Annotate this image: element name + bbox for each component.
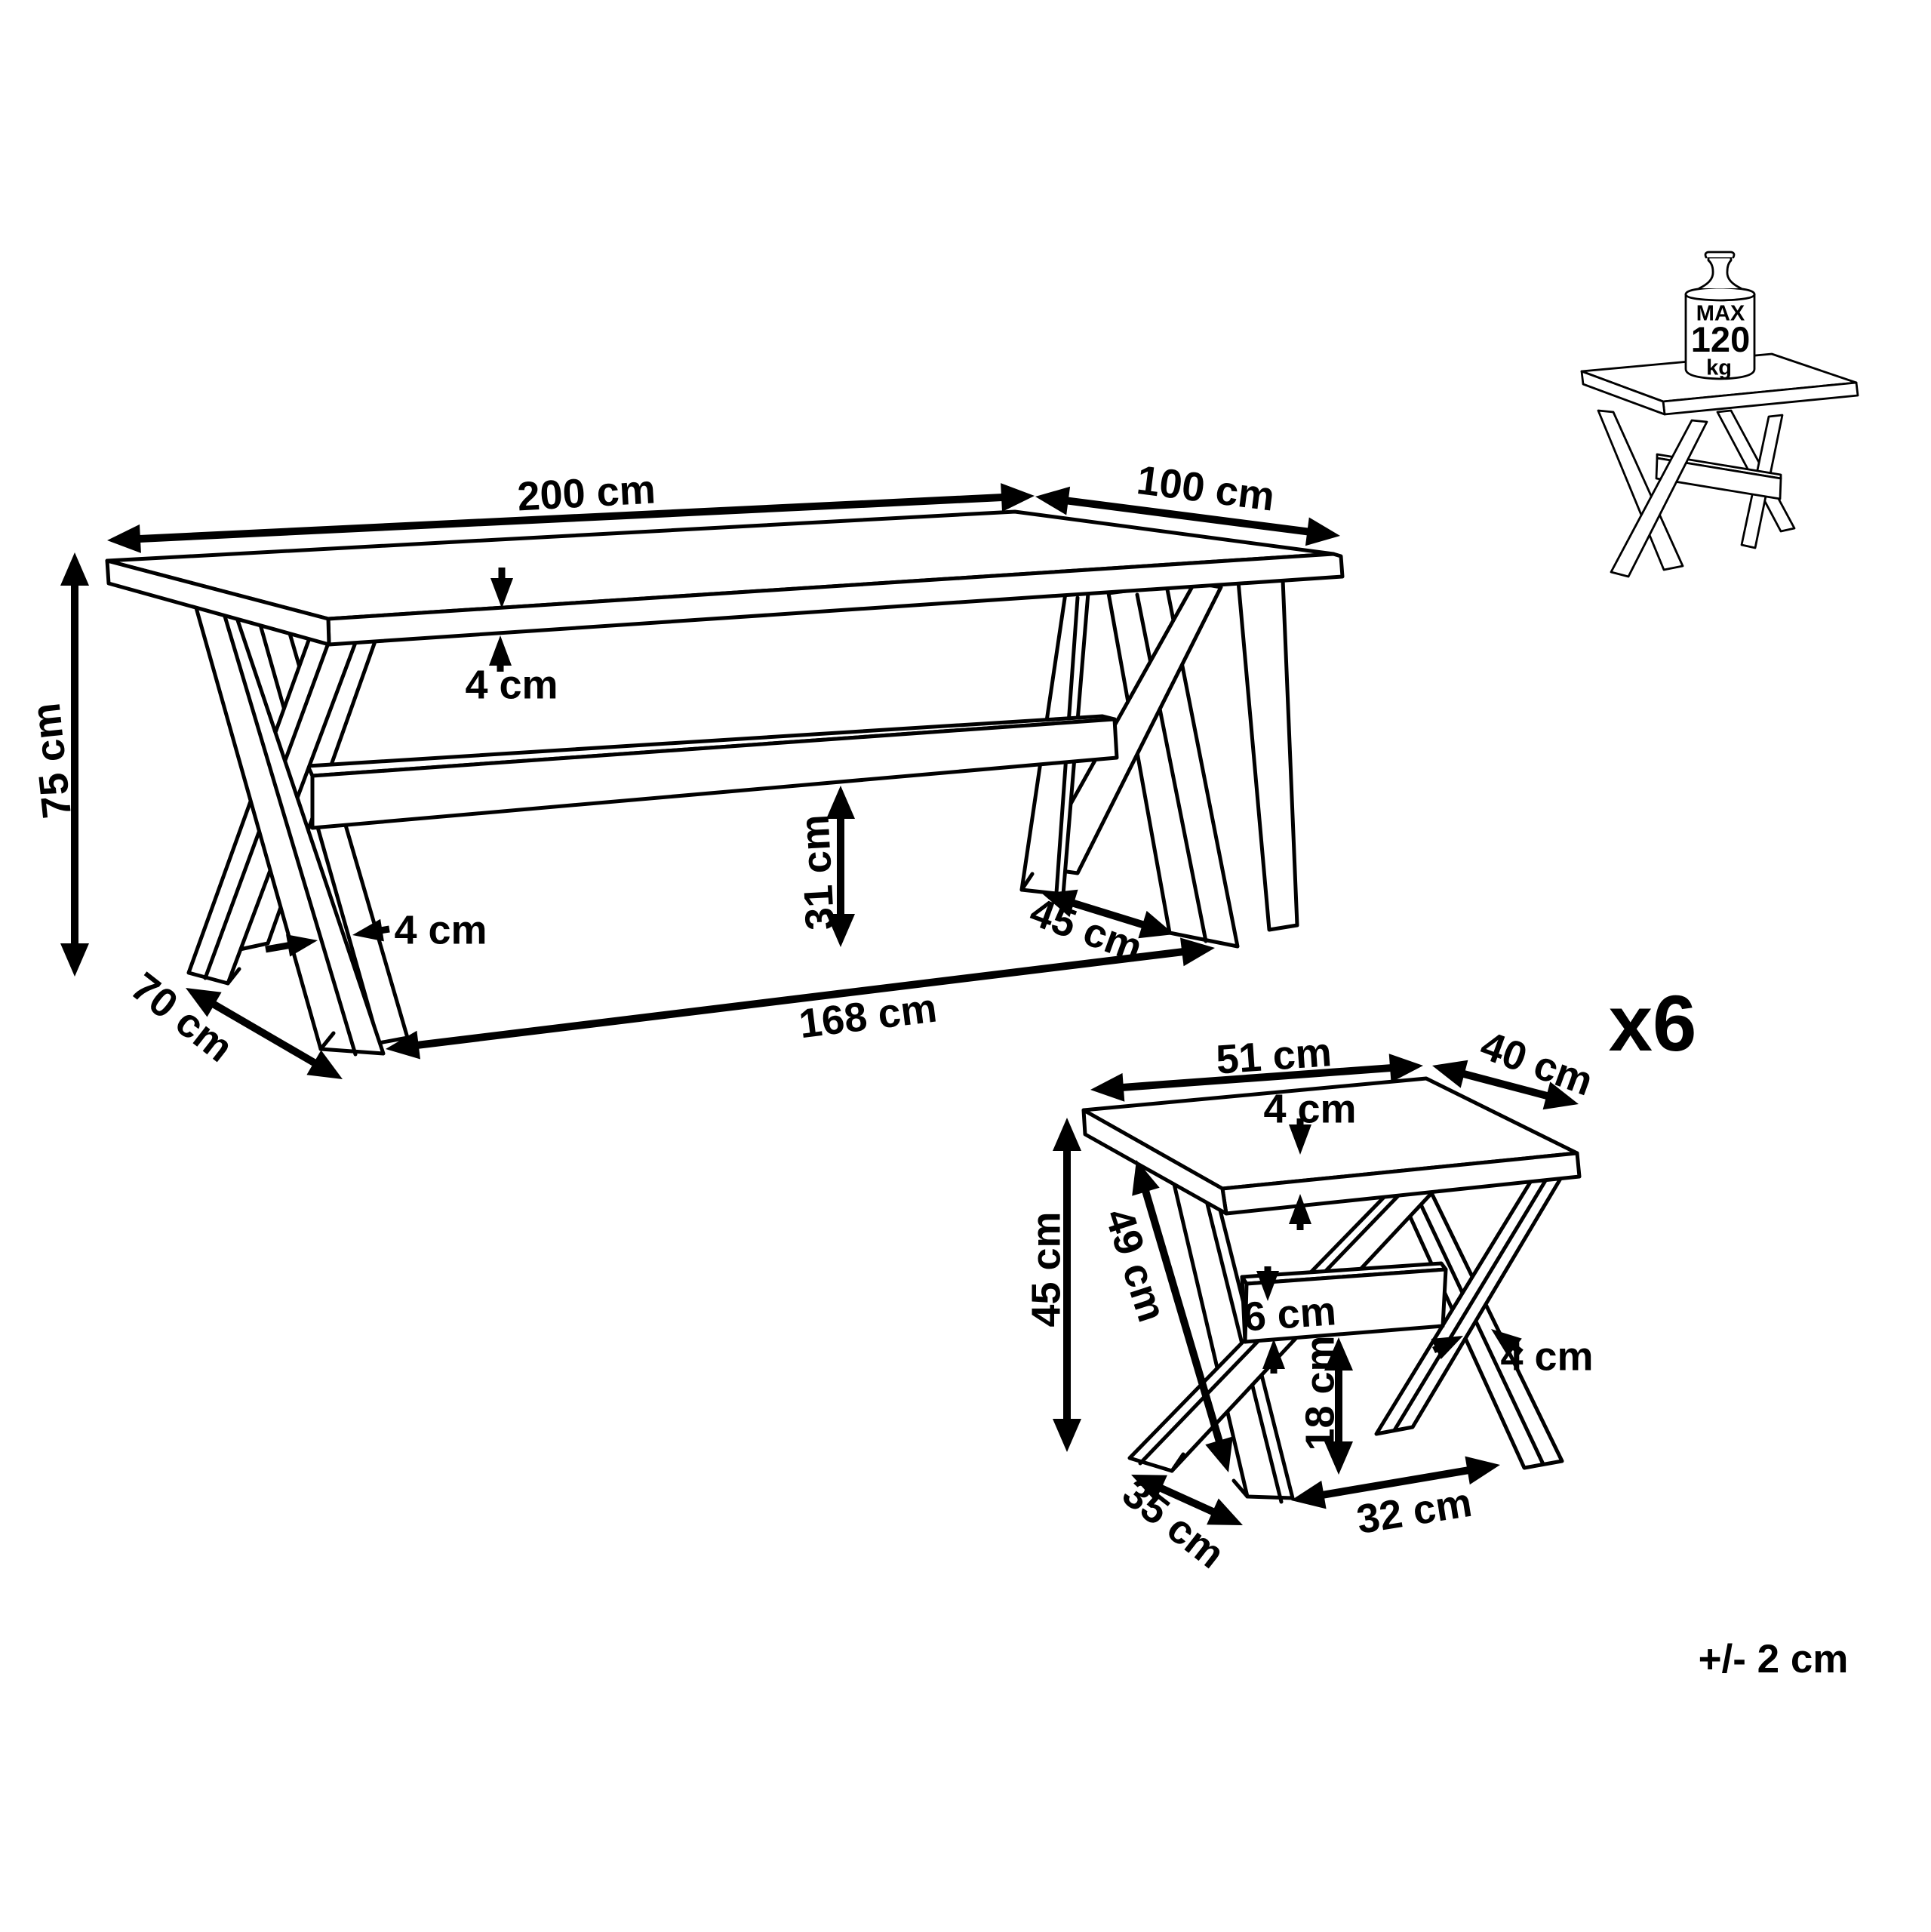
svg-text:kg: kg: [1706, 355, 1732, 380]
svg-text:51 cm: 51 cm: [1215, 1029, 1333, 1083]
svg-text:18 cm: 18 cm: [1297, 1335, 1342, 1451]
svg-text:200 cm: 200 cm: [516, 466, 656, 519]
svg-text:MAX: MAX: [1696, 301, 1745, 325]
svg-text:4 cm: 4 cm: [1500, 1334, 1593, 1379]
svg-text:31 cm: 31 cm: [792, 814, 843, 931]
svg-text:4 cm: 4 cm: [465, 662, 558, 707]
svg-text:+/- 2 cm: +/- 2 cm: [1699, 1637, 1849, 1681]
svg-text:x6: x6: [1609, 980, 1697, 1068]
svg-text:120: 120: [1691, 319, 1750, 359]
svg-text:6 cm: 6 cm: [1242, 1288, 1338, 1340]
svg-text:45 cm: 45 cm: [1023, 1211, 1069, 1327]
svg-text:4 cm: 4 cm: [394, 907, 487, 952]
svg-text:4 cm: 4 cm: [1263, 1086, 1356, 1131]
